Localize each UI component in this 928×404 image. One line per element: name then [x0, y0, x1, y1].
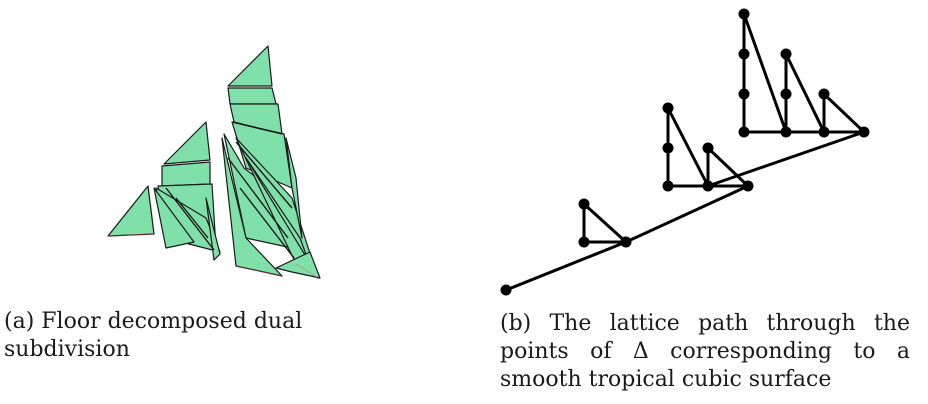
- lattice-point: [702, 180, 714, 192]
- lattice-path-drawing: [500, 8, 870, 296]
- lattice-point: [780, 126, 792, 138]
- lattice-point: [662, 102, 674, 114]
- lattice-point: [738, 126, 750, 138]
- lattice-point: [620, 236, 632, 248]
- lattice-point: [780, 48, 792, 60]
- floor-piece-7: [205, 197, 221, 261]
- lattice-point: [662, 180, 674, 192]
- lattice-point: [738, 88, 750, 100]
- lattice-path-line: [505, 12, 866, 292]
- lattice-point: [738, 8, 750, 20]
- floor-piece-2: [163, 121, 211, 165]
- floor-piece-6: [153, 187, 195, 249]
- floor-piece-8: [227, 45, 273, 87]
- lattice-point: [500, 284, 512, 296]
- lattice-point: [662, 142, 674, 154]
- floor-piece-16: [285, 137, 303, 239]
- floor-decomposition-figure: [96, 38, 336, 288]
- lattice-path-figure: [490, 4, 880, 300]
- floor-piece-15: [245, 157, 309, 261]
- lattice-point: [578, 198, 590, 210]
- caption-b: (b) The lattice path through the points …: [500, 311, 910, 392]
- lattice-point: [858, 126, 870, 138]
- caption-a: (a) Floor decomposed dual subdivision: [4, 309, 303, 362]
- lattice-point: [738, 48, 750, 60]
- lattice-point: [742, 180, 754, 192]
- floor-piece-1: [107, 185, 155, 237]
- floor-piece-3: [161, 161, 211, 187]
- lattice-point: [818, 88, 830, 100]
- lattice-point: [702, 142, 714, 154]
- floor-piece-9: [227, 87, 277, 105]
- lattice-point: [578, 236, 590, 248]
- floor-decomposition-drawing: [107, 45, 321, 279]
- lattice-point: [780, 88, 792, 100]
- lattice-point: [818, 126, 830, 138]
